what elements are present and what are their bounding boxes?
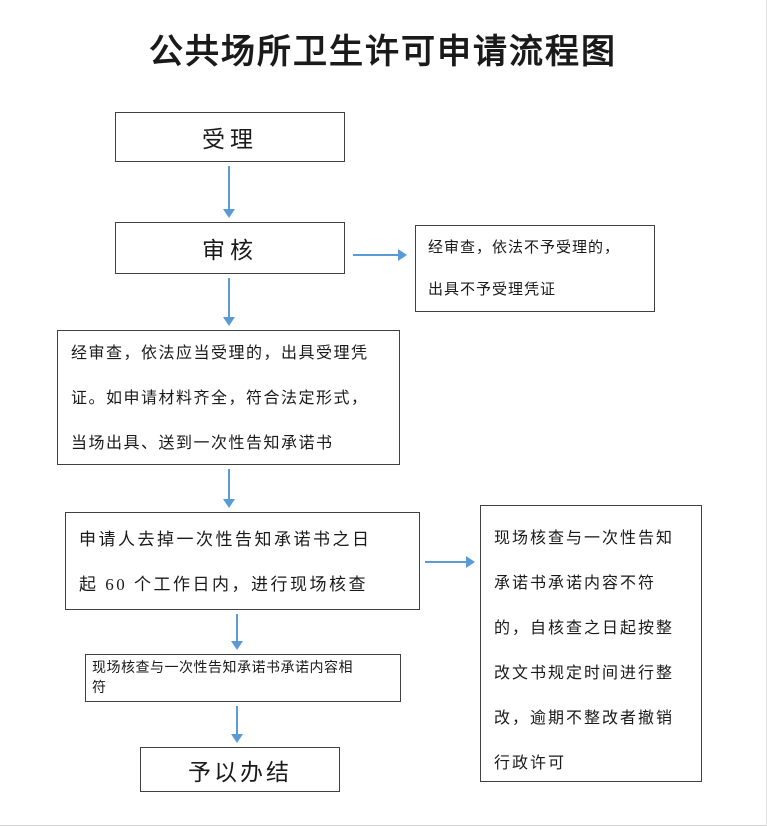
arrow-head-icon [466, 556, 475, 568]
arrow-onsite-to-conform [230, 614, 244, 650]
arrow-head-icon [231, 734, 243, 743]
node-accept-note: 经审查，依法应当受理的，出具受理凭 证。如申请材料齐全，符合法定形式， 当场出具… [57, 330, 400, 465]
arrow-head-icon [223, 499, 235, 508]
node-accept: 受理 [115, 112, 345, 162]
arrow-shaft [236, 614, 238, 641]
node-review: 审核 [115, 222, 345, 274]
arrow-shaft [228, 469, 230, 499]
arrow-review-to-reject-note [353, 248, 407, 262]
node-reject-note: 经审查，依法不予受理的， 出具不予受理凭证 [415, 225, 655, 312]
arrow-conform-to-complete [230, 706, 244, 743]
arrow-head-icon [223, 209, 235, 218]
arrow-shaft [353, 254, 398, 256]
arrow-accept-note-to-onsite [222, 469, 236, 508]
node-complete-label: 予以办结 [188, 759, 292, 785]
arrow-accept-to-review [222, 166, 236, 218]
arrow-head-icon [223, 317, 235, 326]
arrow-review-to-accept-note [222, 278, 236, 326]
arrow-onsite-to-nonconform [425, 555, 475, 569]
node-onsite-check: 申请人去掉一次性告知承诺书之日 起 60 个工作日内，进行现场核查 [65, 512, 420, 610]
node-accept-label: 受理 [202, 127, 258, 152]
node-complete: 予以办结 [140, 747, 340, 792]
arrow-shaft [236, 706, 238, 734]
arrow-shaft [228, 278, 230, 317]
node-review-label: 审核 [202, 238, 258, 263]
arrow-head-icon [231, 641, 243, 650]
page-title: 公共场所卫生许可申请流程图 [149, 33, 617, 71]
node-nonconform-note: 现场核查与一次性告知 承诺书承诺内容不符 的，自核查之日起按整 改文书规定时间进… [480, 505, 702, 782]
arrow-shaft [228, 166, 230, 209]
arrow-shaft [425, 561, 466, 563]
node-conform: 现场核查与一次性告知承诺书承诺内容相 符 [85, 654, 401, 702]
arrow-head-icon [398, 249, 407, 261]
